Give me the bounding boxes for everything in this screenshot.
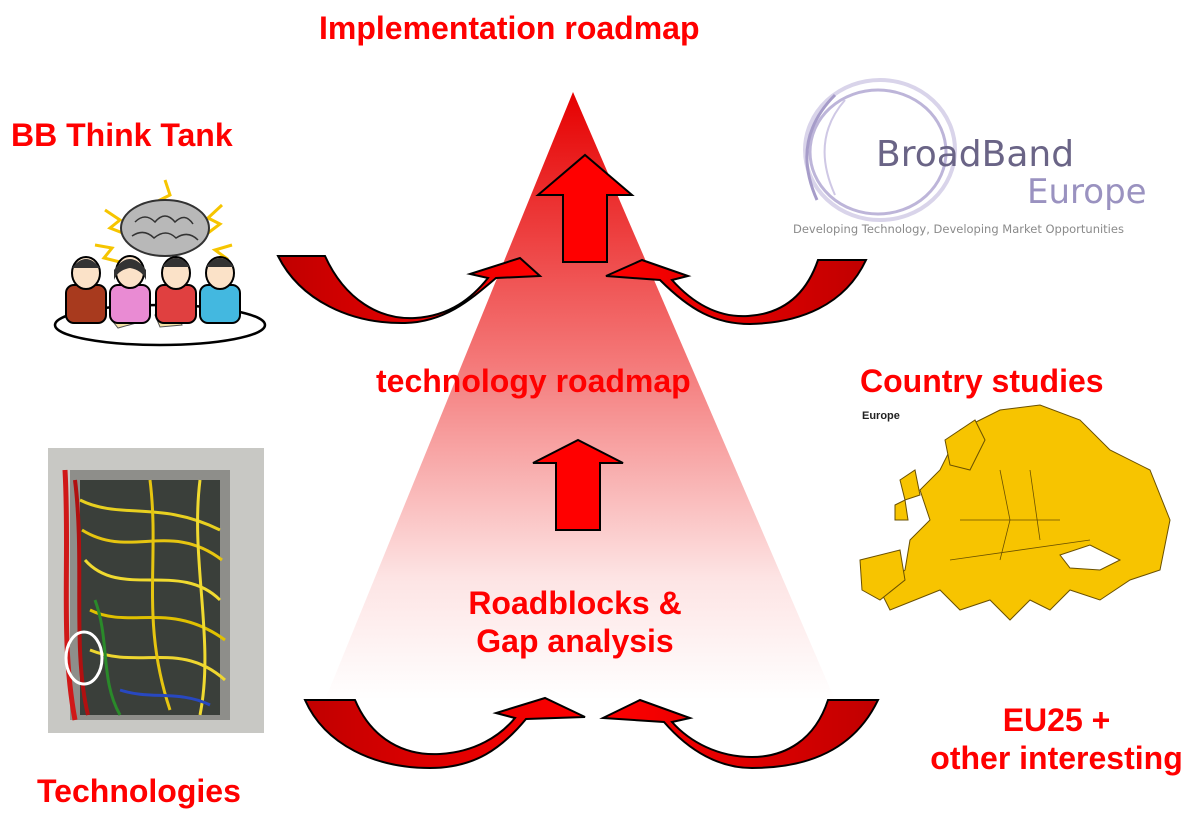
up-arrow-icon xyxy=(532,438,624,531)
think-tank-clipart xyxy=(53,179,267,347)
eu25-label: EU25 + other interesting xyxy=(915,702,1198,778)
logo-word-broadband: BroadBand xyxy=(876,134,1075,175)
curved-arrow-icon xyxy=(276,255,543,325)
roadblocks-line-2: Gap analysis xyxy=(476,622,674,659)
technologies-label: Technologies xyxy=(37,773,241,809)
europe-map xyxy=(859,404,1171,621)
roadblocks-line-1: Roadblocks & xyxy=(468,585,682,621)
page-title: Implementation roadmap xyxy=(319,10,700,46)
eu25-line-1: EU25 + xyxy=(1002,702,1111,738)
technology-roadmap-label: technology roadmap xyxy=(376,363,691,399)
eu25-line-2: other interesting xyxy=(930,739,1183,776)
people-icon xyxy=(65,255,241,324)
logo-tagline: Developing Technology, Developing Market… xyxy=(793,222,1124,236)
brain-icon xyxy=(120,199,210,257)
roadmap-pyramid xyxy=(325,92,835,700)
country-studies-label: Country studies xyxy=(860,363,1104,399)
roadblocks-label: Roadblocks & Gap analysis xyxy=(420,585,730,661)
curved-arrow-icon xyxy=(605,258,868,326)
curved-arrow-icon xyxy=(303,696,586,770)
think-tank-label: BB Think Tank xyxy=(11,117,233,153)
server-rack-photo xyxy=(48,448,264,733)
map-label-europe: Europe xyxy=(862,410,900,422)
logo-word-europe: Europe xyxy=(1027,172,1147,212)
curved-arrow-icon xyxy=(599,698,880,770)
up-arrow-icon xyxy=(535,153,635,263)
broadband-logo-mark xyxy=(803,78,957,222)
